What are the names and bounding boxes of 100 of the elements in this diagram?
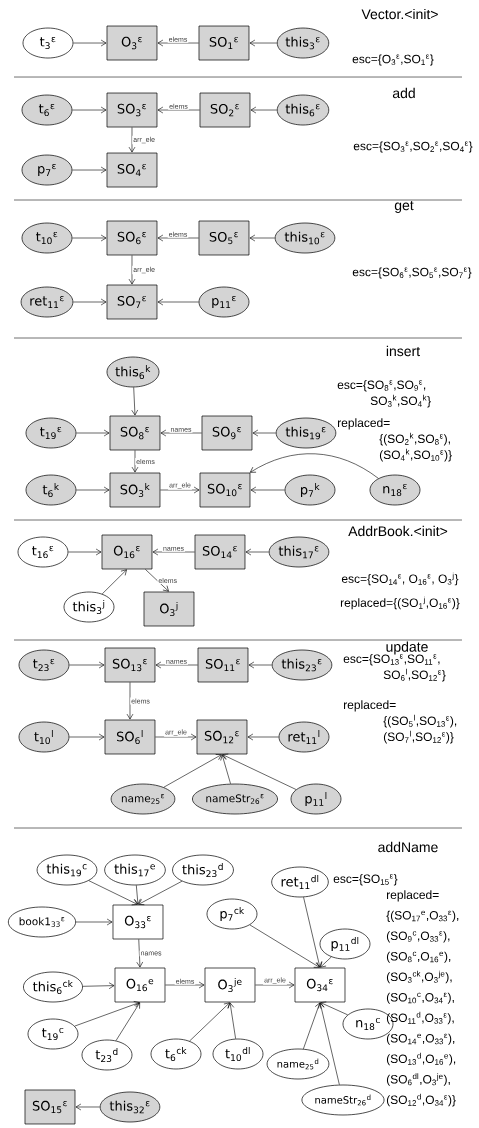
- box-node: SO$_{11}$ε: [197, 647, 249, 683]
- ellipse-node: this$_{23}$d: [172, 854, 234, 886]
- ellipse-node: t$_{10}$ε: [21, 222, 73, 254]
- ellipse-node: ret$_{11}$ε: [20, 286, 74, 318]
- arrow: [76, 429, 110, 437]
- arrow: [160, 486, 200, 494]
- arrow: [69, 733, 105, 741]
- box-node: O$_{3}$ε: [106, 25, 158, 61]
- box-node: O$_{34}$ε: [294, 967, 346, 1003]
- arrow: [72, 298, 107, 306]
- arrow: [220, 754, 231, 785]
- arrow: [157, 234, 199, 242]
- arrow: [189, 1002, 230, 1042]
- arrow: [303, 896, 322, 968]
- box-node: O$_{3}$j: [143, 591, 195, 627]
- arrow: [115, 1002, 140, 1041]
- arrow: [128, 255, 136, 285]
- ellipse-node: p$_{7}$k: [284, 474, 336, 506]
- set-text: esc={SO$_{6}$$^{ε}$,SO$_{5}$$^{ε}$,SO$_{7}$$^{ε}$}: [352, 267, 472, 279]
- arrow: [320, 1001, 348, 1016]
- box-node: SO$_{6}$ε: [106, 220, 158, 256]
- arrow: [101, 569, 127, 595]
- box-node: SO$_{13}$ε: [104, 647, 156, 683]
- set-text: esc={SO$_{14}$$^{ε}$, O$_{16}$$^{ε}$, O$_{3}$$^{j}$}: [341, 572, 459, 586]
- ellipse-node: this$_{6}$ck: [23, 971, 83, 1003]
- arrow: [160, 429, 202, 437]
- ellipse-node: t$_{10}$l: [18, 721, 70, 753]
- set-text: esc={SO$_{8}$$^{ε}$,SO$_{9}$$^{ε}$, SO$_{3}$$^{k}$,SO$_{4}$$^{k}$}: [337, 380, 431, 408]
- arrow: [138, 880, 183, 905]
- box-node: SO$_{3}$ε: [106, 92, 158, 128]
- arrow: [72, 106, 107, 114]
- set-text: esc={SO$_{13}$$^{ε}$,SO$_{11}$$^{ε}$, SO$_{6}$$^{l}$,SO$_{12}$$^{ε}$}: [343, 654, 446, 682]
- box-node: SO$_{1}$ε: [198, 25, 250, 61]
- arrow: [249, 924, 320, 968]
- ellipse-node: this$_{3}$ε: [276, 27, 330, 59]
- ellipse-node: this$_{19}$c: [36, 854, 98, 886]
- function-title: addName: [378, 841, 438, 853]
- arrow: [75, 1103, 101, 1111]
- ellipse-node: t$_{6}$ε: [21, 94, 73, 126]
- box-node: O$_{16}$e: [114, 967, 166, 1003]
- arrow: [136, 939, 144, 968]
- arrow: [165, 981, 205, 989]
- arrow: [249, 39, 278, 47]
- box-node: SO$_{3}$k: [109, 472, 161, 508]
- ellipse-node: this$_{23}$ε: [271, 649, 333, 681]
- arrow: [163, 754, 222, 788]
- arrow: [248, 661, 273, 669]
- box-node: O$_{16}$ε: [101, 534, 153, 570]
- ellipse-node: t$_{6}$k: [25, 474, 77, 506]
- box-node: SO$_{9}$ε: [201, 415, 253, 451]
- ellipse-node: ret$_{11}$l: [278, 721, 330, 753]
- arrow: [68, 548, 102, 556]
- arrow: [128, 127, 136, 153]
- arrow: [152, 548, 195, 556]
- ellipse-node: p$_{11}$dl: [319, 928, 371, 960]
- arrow: [69, 661, 105, 669]
- box-node: SO$_{15}$ε: [24, 1089, 76, 1125]
- function-title: add: [392, 87, 415, 99]
- box-node: SO$_{5}$ε: [198, 220, 250, 256]
- box-node: SO$_{8}$ε: [109, 415, 161, 451]
- arrow: [318, 1002, 340, 1085]
- box-node: SO$_{6}$l: [104, 719, 156, 755]
- ellipse-node: this$_{6}$ε: [276, 94, 330, 126]
- set-text: replaced= {(SO$_{5}$$^{l}$,SO$_{13}$$^{ε}$), (SO$_{7}$$^{l}$,SO$_{12}$$^{ε}$)}: [344, 700, 457, 744]
- arrow: [252, 429, 277, 437]
- arrow: [249, 453, 379, 479]
- arrow: [157, 106, 200, 114]
- arrow: [73, 39, 107, 47]
- arrow: [247, 733, 279, 741]
- box-node: O$_{33}$ε: [112, 904, 164, 940]
- arrow: [134, 885, 141, 905]
- ellipse-node: this$_{3}$j: [63, 591, 115, 623]
- arrow: [155, 661, 198, 669]
- ellipse-node: this$_{17}$e: [104, 854, 166, 886]
- function-title: AddrBook.<init>: [348, 525, 448, 537]
- box-node: SO$_{2}$ε: [199, 92, 251, 128]
- ellipse-node: t$_{6}$ck: [150, 1038, 202, 1070]
- function-title: Vector.<init>: [361, 8, 438, 20]
- arrow: [249, 234, 276, 242]
- set-text: esc={O$_{3}$$^{ε}$,SO$_{1}$$^{ε}$}: [352, 54, 434, 66]
- arrow: [82, 982, 115, 989]
- arrow: [320, 956, 332, 968]
- ellipse-node: t$_{23}$d: [81, 1039, 133, 1071]
- ellipse-node: t$_{16}$ε: [17, 536, 69, 568]
- box-node: SO$_{14}$ε: [194, 534, 246, 570]
- ellipse-node: n$_{18}$ε: [369, 474, 421, 506]
- arrow: [157, 298, 199, 306]
- set-text: esc={SO$_{3}$$^{ε}$,SO$_{2}$$^{ε}$,SO$_{4}$$^{ε}$}: [353, 141, 473, 153]
- arrow: [131, 450, 139, 473]
- box-node: SO$_{12}$ε: [196, 719, 248, 755]
- function-title: update: [386, 641, 428, 655]
- set-text: replaced= {(SO$_{17}$$^{e}$,O$_{33}$$^{ε}$), (SO$_{9}$$^{c}$,O$_{33}$$^{ε}$), (SO$_{8}$$^{c}$,O$_{16}$$^{e}$), (SO$_{3}$$^{ck}$,O$_{3}$$^{je}$), (SO$_{10}$$^{c}$,O$_{34}$$^{ε}$), (SO$_{11}$$^{d}$,O$_{33}$$^{ε}$), (SO$_{14}$$^{e}$,O$_{33}$$^{ε}$), (SO$_{13}$$^{d}$,O$_{16}$$^{e}$), (SO$_{6}$$^{dl}$,O$_{3}$$^{je}$), (SO$_{12}$$^{d}$,O$_{34}$$^{ε}$)}: [386, 890, 459, 1107]
- arrow: [227, 1002, 236, 1039]
- arrow: [75, 918, 113, 926]
- ellipse-node: p$_{7}$ck: [206, 898, 258, 930]
- arrow: [250, 106, 278, 114]
- box-node: SO$_{10}$ε: [199, 472, 251, 508]
- arrow: [157, 39, 199, 47]
- box-node: SO$_{7}$ε: [106, 284, 158, 320]
- arrow: [250, 486, 285, 494]
